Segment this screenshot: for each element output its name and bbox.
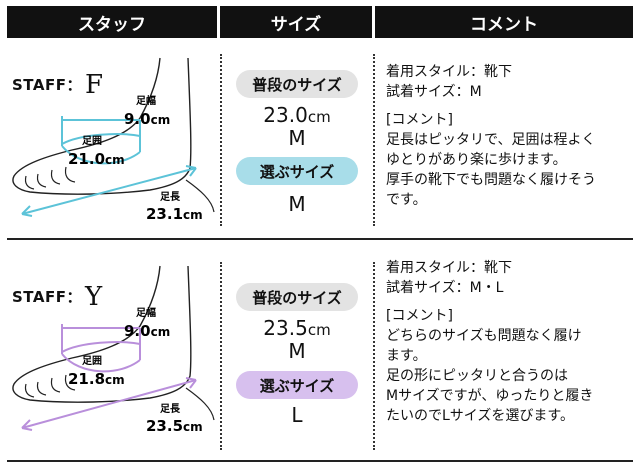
girth-unit: cm (105, 153, 125, 167)
comment-line: です。 (386, 192, 427, 208)
chosen-size-letter: M (288, 192, 306, 216)
staff-initial: Y (84, 282, 103, 312)
style-line: 着用スタイル：靴下 (386, 64, 512, 80)
length-unit: cm (183, 208, 203, 222)
svg-text:9.0cm: 9.0cm (124, 322, 170, 340)
length-unit: cm (183, 420, 203, 434)
girth-line (61, 133, 141, 145)
width-value: 9.0 (124, 110, 151, 128)
column-separator (220, 262, 222, 450)
comment-line: ゆとりがあり楽に歩けます。 (386, 152, 567, 168)
header-comment: コメント (375, 6, 633, 38)
girth-label: 足囲 (82, 135, 102, 147)
length-arrow (21, 379, 197, 429)
staff-initial: F (84, 70, 104, 100)
width-label: 足幅 (136, 94, 156, 107)
usual-size-letter: M (288, 126, 306, 150)
row-divider (7, 460, 633, 462)
usual-size-value: 23.5cm (263, 316, 331, 340)
svg-text:23.1cm: 23.1cm (146, 205, 203, 223)
header-size: サイズ (220, 6, 372, 38)
width-value: 9.0 (124, 322, 151, 340)
usual-size-letter: M (288, 339, 306, 363)
comment-line: 足の形にピッタリと合うのは (386, 368, 568, 384)
style-line: 着用スタイル：靴下 (386, 260, 512, 276)
length-value: 23.5 (146, 417, 183, 435)
girth-unit: cm (105, 373, 125, 387)
chosen-size-pill: 選ぶサイズ (236, 371, 358, 399)
comment-block: 着用スタイル：靴下 試着サイズ：M・L [コメント] どちらのサイズも問題なく履… (386, 258, 631, 426)
length-value: 23.1 (146, 205, 183, 223)
svg-text:21.0cm: 21.0cm (68, 150, 125, 168)
foot-diagram: 足幅 9.0cm 足囲 21.0cm 足長 23.1cm (12, 57, 215, 223)
length-label: 足長 (160, 403, 181, 415)
row-divider (7, 238, 633, 240)
column-separator (373, 54, 375, 226)
column-separator (373, 262, 375, 450)
foot-outline (12, 265, 192, 403)
comment-line: Mサイズですが、ゆったりと履き (386, 388, 594, 404)
comment-line: 足長はピッタリで、足囲は程よく (386, 132, 596, 148)
comment-line: ます。 (386, 348, 427, 364)
comment-block: 着用スタイル：靴下 試着サイズ：M [コメント] 足長はピッタリで、足囲は程よく… (386, 62, 631, 210)
girth-line (61, 341, 141, 353)
header-staff: スタッフ (7, 6, 217, 38)
comment-line: 厚手の靴下でも問題なく履けそう (386, 172, 596, 188)
foot-outline (12, 57, 192, 195)
girth-line (61, 353, 141, 373)
girth-value: 21.8 (68, 370, 105, 388)
width-unit: cm (151, 113, 171, 127)
tried-line: 試着サイズ：M・L (386, 280, 504, 296)
girth-line (61, 145, 141, 165)
chosen-size-letter: L (291, 403, 303, 427)
svg-text:23.5cm: 23.5cm (146, 417, 203, 435)
length-label: 足長 (160, 191, 181, 203)
column-separator (220, 54, 222, 226)
comment-line: たいのでLサイズを選びます。 (386, 408, 574, 424)
comment-heading: [コメント] (386, 112, 453, 128)
comment-line: どちらのサイズも問題なく履け (386, 328, 582, 344)
usual-size-pill: 普段のサイズ (236, 283, 358, 311)
staff-label: STAFF：F (12, 70, 104, 100)
svg-text:9.0cm: 9.0cm (124, 110, 170, 128)
width-label: 足幅 (136, 306, 156, 319)
usual-size-value: 23.0cm (263, 103, 331, 127)
usual-size-pill: 普段のサイズ (236, 70, 358, 98)
foot-diagram: 足幅 9.0cm 足囲 21.8cm 足長 23.5cm (12, 265, 215, 435)
tried-line: 試着サイズ：M (386, 84, 482, 100)
svg-text:21.8cm: 21.8cm (68, 370, 125, 388)
girth-value: 21.0 (68, 150, 105, 168)
width-unit: cm (151, 325, 171, 339)
chosen-size-pill: 選ぶサイズ (236, 157, 358, 185)
length-arrow (21, 167, 197, 215)
girth-label: 足囲 (82, 355, 102, 367)
comment-heading: [コメント] (386, 308, 453, 324)
staff-label: STAFF：Y (12, 282, 103, 312)
